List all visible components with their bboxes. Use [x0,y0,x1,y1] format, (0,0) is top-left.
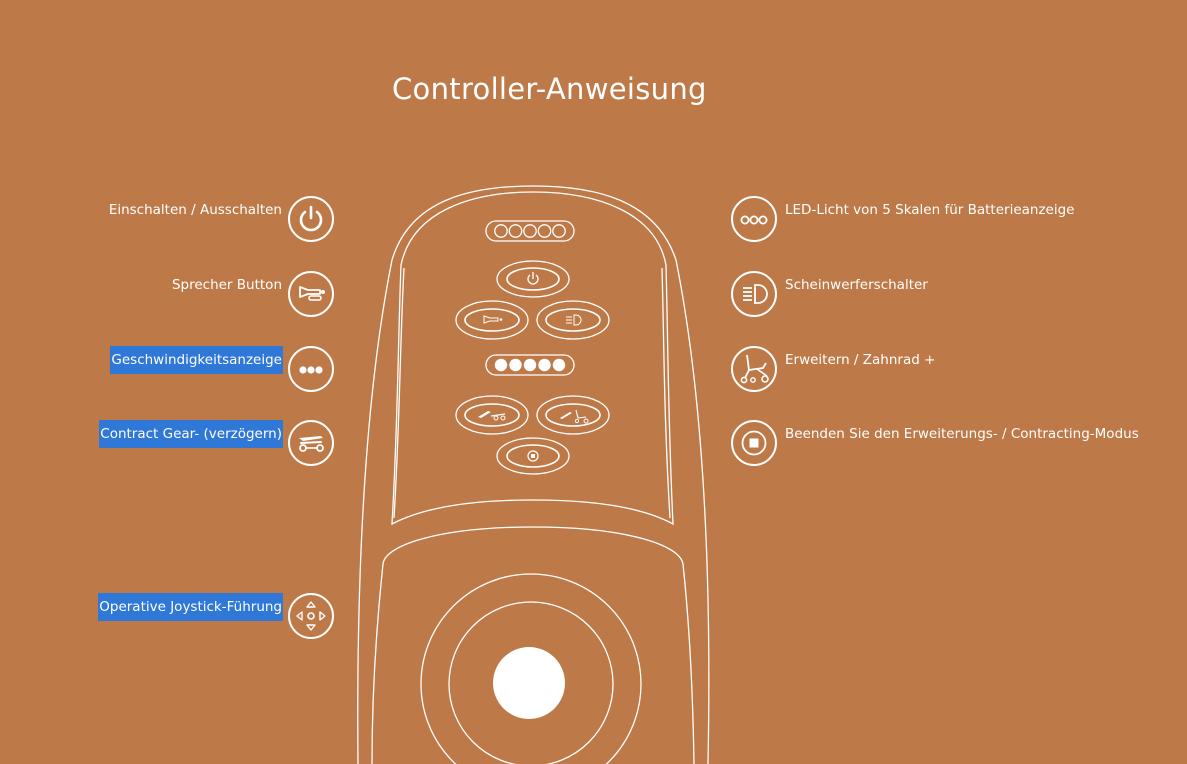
power-icon [288,196,334,242]
label-horn: Sprecher Button [171,277,282,293]
label-stop-mode: Beenden Sie den Erweiterungs- / Contract… [785,426,1139,442]
speed-indicator-strip [485,354,575,376]
battery-led-strip [485,220,575,242]
device-contract-gear-button[interactable] [455,395,529,435]
joystick-direction-icon [288,593,334,639]
device-headlight-button[interactable] [536,300,610,340]
page-title: Controller-Anweisung [392,72,707,106]
device-expand-gear-button[interactable] [536,395,610,435]
label-speed-indicator: Geschwindigkeitsanzeige [110,346,283,374]
device-mode-stop-button[interactable] [496,437,570,475]
label-headlight: Scheinwerferschalter [785,277,928,293]
battery-led-icon [731,196,777,242]
device-power-button[interactable] [496,260,570,298]
device-horn-button[interactable] [455,300,529,340]
label-expand-gear: Erweitern / Zahnrad + [785,352,936,368]
expand-gear-icon [731,346,777,392]
headlight-icon [731,271,777,317]
three-dots-icon [288,346,334,392]
label-power: Einschalten / Ausschalten [108,202,282,218]
label-contract-gear: Contract Gear- (verzögern) [99,420,283,448]
horn-icon [288,271,334,317]
contract-gear-icon [288,420,334,466]
label-joystick: Operative Joystick-Führung [98,593,283,621]
joystick-knob [493,647,565,719]
stop-mode-icon [731,420,777,466]
label-battery-led: LED-Licht von 5 Skalen für Batterieanzei… [785,202,1075,218]
